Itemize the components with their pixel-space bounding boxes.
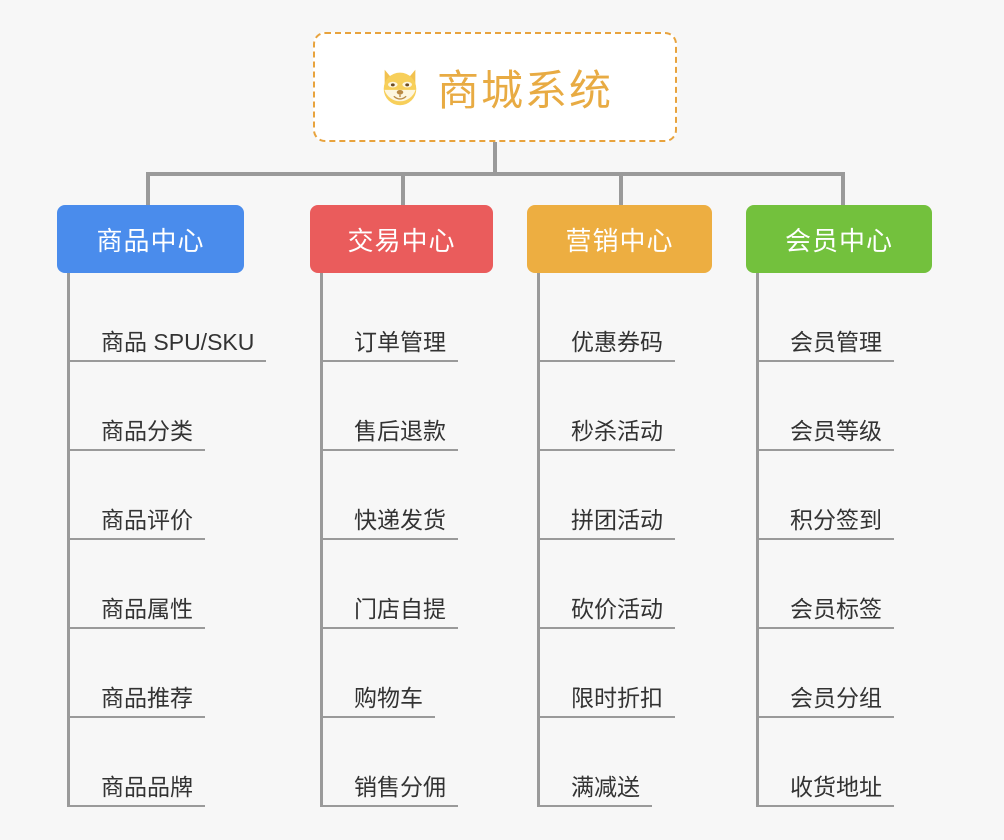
connector-drop-2 — [401, 172, 405, 208]
leaf-item[interactable]: 商品分类 — [67, 362, 254, 451]
branch-member-center: 会员中心 会员管理 会员等级 积分签到 会员标签 会员分组 收货地址 — [746, 205, 932, 807]
leaf-label: 订单管理 — [320, 329, 458, 362]
leaf-label: 商品属性 — [67, 596, 205, 629]
leaf-list-product-center: 商品 SPU/SKU 商品分类 商品评价 商品属性 商品推荐 商品品牌 — [67, 273, 267, 807]
leaf-item[interactable]: 售后退款 — [320, 362, 503, 451]
leaf-item[interactable]: 商品评价 — [67, 451, 254, 540]
leaf-label: 优惠券码 — [537, 329, 675, 362]
leaf-item[interactable]: 商品推荐 — [67, 629, 254, 718]
leaf-label: 快递发货 — [320, 507, 458, 540]
leaf-label: 商品 SPU/SKU — [67, 329, 267, 362]
leaf-item[interactable]: 商品属性 — [67, 540, 254, 629]
connector-drop-3 — [619, 172, 623, 208]
leaf-label: 积分签到 — [756, 507, 894, 540]
leaf-item[interactable]: 拼团活动 — [537, 451, 722, 540]
leaf-label: 商品品牌 — [67, 774, 205, 807]
connector-drop-4 — [841, 172, 845, 208]
leaf-item[interactable]: 限时折扣 — [537, 629, 722, 718]
leaf-label: 会员管理 — [756, 329, 894, 362]
leaf-label: 门店自提 — [320, 596, 458, 629]
leaf-item[interactable]: 商品品牌 — [67, 718, 254, 807]
branch-spine — [537, 273, 540, 807]
connector-bus — [147, 172, 844, 176]
leaf-label: 会员等级 — [756, 418, 894, 451]
branch-header-product-center[interactable]: 商品中心 — [57, 205, 244, 273]
leaf-item[interactable]: 积分签到 — [756, 451, 942, 540]
leaf-list-trade-center: 订单管理 售后退款 快递发货 门店自提 购物车 销售分佣 — [320, 273, 503, 807]
leaf-item[interactable]: 秒杀活动 — [537, 362, 722, 451]
dog-face-icon — [377, 64, 423, 110]
leaf-label: 商品分类 — [67, 418, 205, 451]
leaf-label: 砍价活动 — [537, 596, 675, 629]
branch-spine — [756, 273, 759, 807]
leaf-label: 会员分组 — [756, 685, 894, 718]
leaf-list-member-center: 会员管理 会员等级 积分签到 会员标签 会员分组 收货地址 — [756, 273, 942, 807]
branch-spine — [67, 273, 70, 807]
leaf-list-marketing-center: 优惠券码 秒杀活动 拼团活动 砍价活动 限时折扣 满减送 — [537, 273, 722, 807]
branch-header-trade-center[interactable]: 交易中心 — [310, 205, 493, 273]
branch-spine — [320, 273, 323, 807]
leaf-item[interactable]: 订单管理 — [320, 273, 503, 362]
root-title: 商城系统 — [436, 66, 613, 114]
leaf-item[interactable]: 砍价活动 — [537, 540, 722, 629]
leaf-label: 收货地址 — [756, 774, 894, 807]
leaf-item[interactable]: 商品 SPU/SKU — [67, 273, 267, 362]
leaf-item[interactable]: 会员等级 — [756, 362, 942, 451]
leaf-item[interactable]: 收货地址 — [756, 718, 942, 807]
branch-header-marketing-center[interactable]: 营销中心 — [527, 205, 712, 273]
leaf-item[interactable]: 快递发货 — [320, 451, 503, 540]
leaf-item[interactable]: 门店自提 — [320, 540, 503, 629]
leaf-label: 秒杀活动 — [537, 418, 675, 451]
connector-root-stub — [493, 142, 497, 175]
leaf-item[interactable]: 会员标签 — [756, 540, 942, 629]
leaf-item[interactable]: 购物车 — [320, 629, 503, 718]
leaf-label: 商品评价 — [67, 507, 205, 540]
leaf-item[interactable]: 优惠券码 — [537, 273, 722, 362]
leaf-label: 满减送 — [537, 774, 652, 807]
leaf-label: 限时折扣 — [537, 685, 675, 718]
leaf-item[interactable]: 会员管理 — [756, 273, 942, 362]
branch-marketing-center: 营销中心 优惠券码 秒杀活动 拼团活动 砍价活动 限时折扣 满减送 — [527, 205, 712, 807]
leaf-label: 销售分佣 — [320, 774, 458, 807]
leaf-item[interactable]: 满减送 — [537, 718, 722, 807]
leaf-item[interactable]: 销售分佣 — [320, 718, 503, 807]
branch-product-center: 商品中心 商品 SPU/SKU 商品分类 商品评价 商品属性 商品推荐 商品品牌 — [57, 205, 267, 807]
leaf-label: 拼团活动 — [537, 507, 675, 540]
leaf-label: 购物车 — [320, 685, 435, 718]
leaf-label: 会员标签 — [756, 596, 894, 629]
connector-drop-1 — [146, 172, 150, 208]
root-node[interactable]: 商城系统 — [313, 32, 677, 142]
leaf-item[interactable]: 会员分组 — [756, 629, 942, 718]
leaf-label: 商品推荐 — [67, 685, 205, 718]
branch-header-member-center[interactable]: 会员中心 — [746, 205, 932, 273]
branch-trade-center: 交易中心 订单管理 售后退款 快递发货 门店自提 购物车 销售分佣 — [310, 205, 493, 807]
leaf-label: 售后退款 — [320, 418, 458, 451]
